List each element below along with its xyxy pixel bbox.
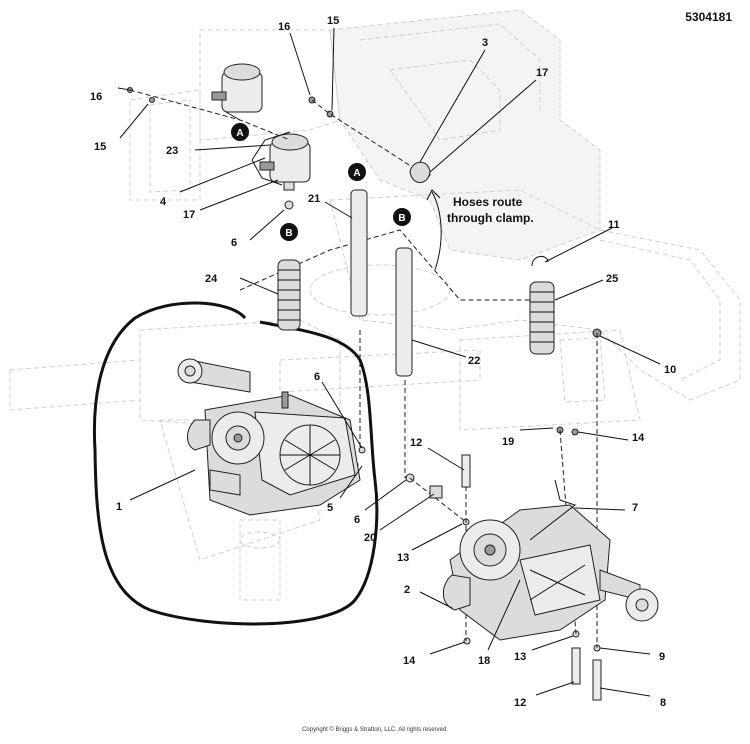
sleeve-24 [277, 259, 301, 331]
callout-13-left: 13 [397, 552, 409, 564]
callout-11: 11 [608, 219, 620, 231]
callout-6-top: 6 [231, 237, 237, 249]
fitting-20 [429, 485, 443, 499]
hose-21 [350, 189, 368, 317]
highlight-outline [92, 301, 379, 626]
control-rod-7 [529, 479, 577, 541]
callout-10: 10 [664, 364, 676, 376]
reservoir-bracket [251, 131, 291, 186]
callout-22: 22 [468, 355, 480, 367]
callout-20: 20 [364, 532, 376, 544]
transmission-right [442, 479, 659, 641]
callout-24: 24 [205, 273, 218, 285]
alignment-lines [129, 89, 598, 648]
callout-19: 19 [502, 436, 514, 448]
callout-8: 8 [660, 697, 666, 709]
callout-2: 2 [404, 584, 410, 596]
callout-25: 25 [606, 273, 618, 285]
callout-15-left: 15 [94, 141, 106, 153]
clamp-3 [409, 161, 431, 183]
callout-23: 23 [166, 145, 178, 157]
callout-4: 4 [160, 196, 167, 208]
svg-text:A: A [353, 168, 360, 179]
bolt-8 [592, 659, 602, 701]
callout-14-upper: 14 [632, 432, 645, 444]
transmission-left [177, 358, 361, 516]
hose-route-arrow [431, 191, 442, 271]
reservoir-lower [259, 133, 311, 191]
svg-text:B: B [398, 213, 405, 224]
callout-21: 21 [308, 193, 320, 205]
callout-1: 1 [116, 501, 122, 513]
callout-3: 3 [482, 37, 488, 49]
callout-12-upper: 12 [410, 437, 422, 449]
callout-16-left: 16 [90, 91, 102, 103]
callout-13-lower: 13 [514, 651, 526, 663]
callout-6-mid: 6 [314, 371, 320, 383]
bolt-12-lower [571, 647, 581, 685]
callout-6-low: 6 [354, 514, 360, 526]
callout-labels: 16 15 3 17 16 15 23 4 17 6 21 24 11 25 1… [90, 15, 676, 709]
marker-a-hose: A [348, 163, 366, 181]
callout-18: 18 [478, 655, 490, 667]
callout-16-top: 16 [278, 21, 290, 33]
bolt-12-upper [461, 454, 471, 488]
callout-14-lower: 14 [403, 655, 416, 667]
callout-12-lower: 12 [514, 697, 526, 709]
svg-text:B: B [285, 228, 292, 239]
callout-17-top: 17 [536, 67, 548, 79]
callout-5: 5 [327, 502, 333, 514]
sleeve-25 [529, 281, 555, 355]
marker-a-upper: A [231, 123, 249, 141]
marker-b-upper: B [280, 223, 298, 241]
hose-route-note-line1: Hoses route [453, 195, 523, 209]
svg-text:A: A [236, 128, 243, 139]
leader-lines [119, 27, 661, 697]
callout-15-top: 15 [327, 15, 339, 27]
reservoir-upper [211, 63, 263, 121]
hose-22 [395, 247, 413, 377]
callout-7: 7 [632, 502, 638, 514]
hose-route-note-line2: through clamp. [447, 211, 534, 225]
diagram-number: 5304181 [685, 10, 732, 24]
callout-17-left: 17 [183, 209, 195, 221]
marker-b-hose: B [393, 208, 411, 226]
callout-9: 9 [659, 651, 665, 663]
copyright-notice: Copyright © Briggs & Stratton, LLC. All … [302, 727, 448, 733]
